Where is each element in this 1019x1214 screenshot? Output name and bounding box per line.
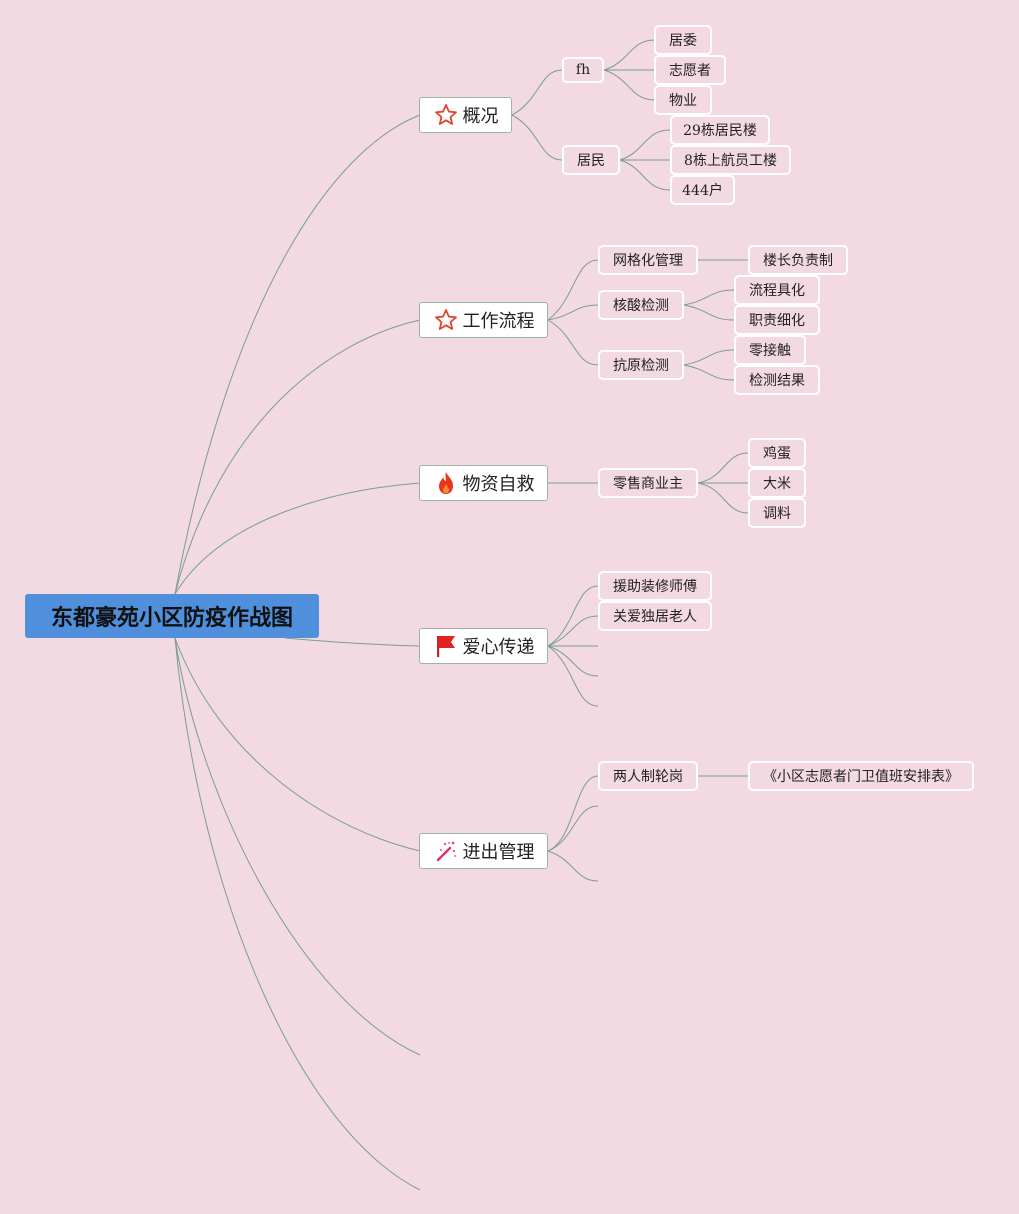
leaf-building-leader[interactable]: 楼长负责制 [748, 245, 848, 275]
leaf-volunteer-schedule[interactable]: 《小区志愿者门卫值班安排表》 [748, 761, 974, 791]
leaf-help-decorator[interactable]: 援助装修师傅 [598, 571, 712, 601]
red-flag-icon [433, 633, 459, 659]
leaf-property[interactable]: 物业 [654, 85, 712, 115]
magic-wand-icon [433, 838, 459, 864]
leaf-residents[interactable]: 居民 [562, 145, 620, 175]
star-outline-icon [433, 102, 459, 128]
branch-label: 进出管理 [462, 842, 535, 863]
fire-icon [433, 470, 459, 496]
leaf-households[interactable]: 444户 [670, 175, 735, 205]
leaf-seasoning[interactable]: 调料 [748, 498, 806, 528]
leaf-zero-contact[interactable]: 零接触 [734, 335, 806, 365]
leaf-building-8[interactable]: 8栋上航员工楼 [670, 145, 791, 175]
branch-label: 工作流程 [462, 311, 535, 332]
branch-access[interactable]: 进出管理 [419, 833, 548, 869]
leaf-juwei[interactable]: 居委 [654, 25, 712, 55]
leaf-test-result[interactable]: 检测结果 [734, 365, 820, 395]
mindmap-root[interactable]: 东都豪苑小区防疫作战图 [25, 594, 319, 638]
leaf-building-29[interactable]: 29栋居民楼 [670, 115, 770, 145]
leaf-care-elderly[interactable]: 关爱独居老人 [598, 601, 712, 631]
leaf-two-person-shift[interactable]: 两人制轮岗 [598, 761, 698, 791]
leaf-eggs[interactable]: 鸡蛋 [748, 438, 806, 468]
branch-label: 概况 [462, 106, 499, 127]
leaf-retail-owner[interactable]: 零售商业主 [598, 468, 698, 498]
leaf-fh[interactable]: fh [562, 57, 604, 83]
leaf-antigen-test[interactable]: 抗原检测 [598, 350, 684, 380]
leaf-rice[interactable]: 大米 [748, 468, 806, 498]
leaf-process-detail[interactable]: 流程具化 [734, 275, 820, 305]
leaf-nucleic-test[interactable]: 核酸检测 [598, 290, 684, 320]
branch-overview[interactable]: 概况 [419, 97, 512, 133]
star-outline-icon [433, 307, 459, 333]
branch-label: 爱心传递 [462, 637, 535, 658]
leaf-volunteer[interactable]: 志愿者 [654, 55, 726, 85]
branch-workflow[interactable]: 工作流程 [419, 302, 548, 338]
leaf-duty-detail[interactable]: 职责细化 [734, 305, 820, 335]
branch-love[interactable]: 爱心传递 [419, 628, 548, 664]
branch-supplies[interactable]: 物资自救 [419, 465, 548, 501]
branch-label: 物资自救 [462, 474, 535, 495]
leaf-grid-management[interactable]: 网格化管理 [598, 245, 698, 275]
